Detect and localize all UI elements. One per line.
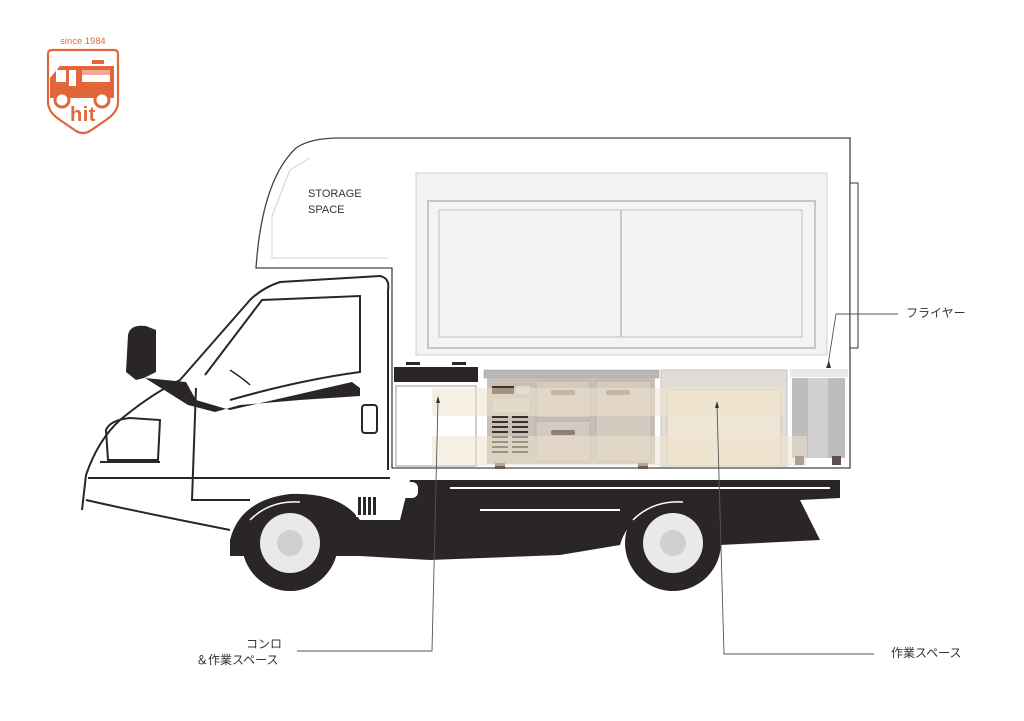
rear-wheel: [625, 495, 721, 591]
arrowheads: [436, 361, 831, 408]
front-wheel: [242, 495, 338, 591]
storage-space-label: STORAGE SPACE: [308, 186, 362, 218]
hit-logo: since 1984 hit: [42, 36, 124, 136]
food-truck-icon: [46, 48, 120, 135]
kitchen-equipment: [394, 362, 848, 469]
storage-label-line1: STORAGE: [308, 188, 362, 200]
fryer-callout: フライヤー: [906, 306, 966, 320]
logo-since-text: since 1984: [60, 36, 106, 46]
callout-leaders: [297, 313, 898, 655]
side-mirror: [126, 325, 156, 380]
storage-label-line2: SPACE: [308, 204, 345, 216]
logo-brand-text: hit: [70, 104, 96, 126]
workspace-callout: 作業スペース: [891, 646, 962, 660]
stove-callout-line2: ＆作業スペース: [196, 653, 279, 667]
truck-cab: [81, 274, 390, 531]
serving-window: [415, 172, 828, 356]
stove-callout-line1: コンロ: [246, 637, 283, 651]
